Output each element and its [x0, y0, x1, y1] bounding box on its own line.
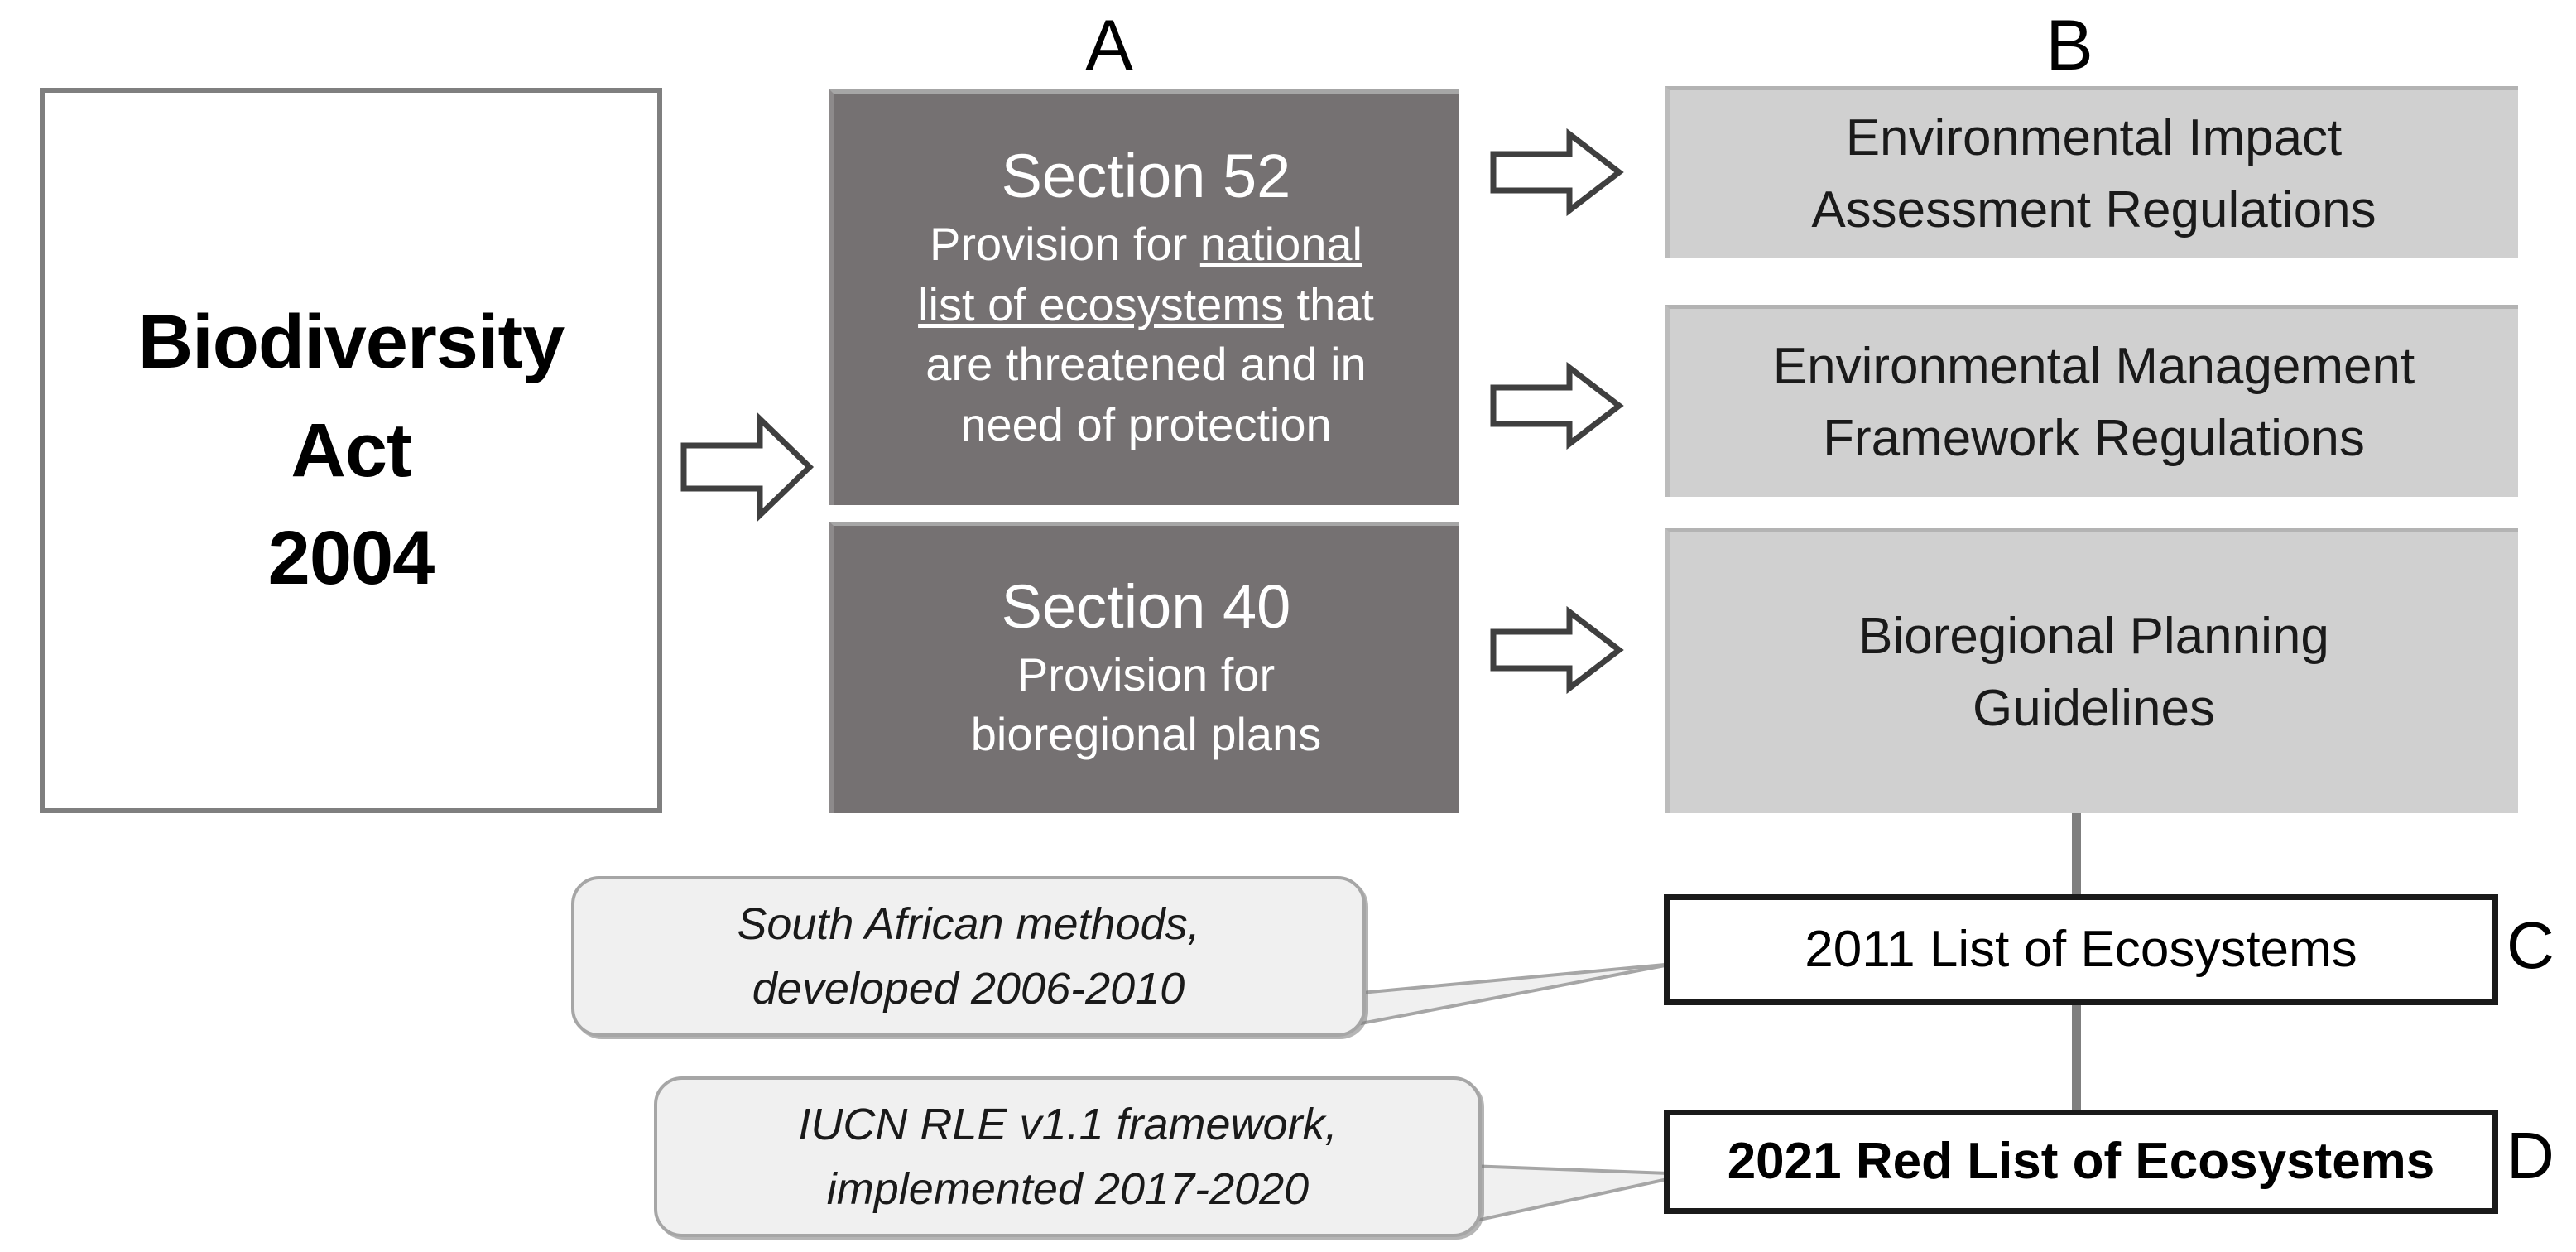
- column-label-b: B: [2045, 6, 2093, 85]
- section-52-body-l3: are threatened and in: [925, 338, 1367, 391]
- connector-bpg-to-list2011: [2072, 813, 2081, 896]
- arrow-section40-to-bpg: [1490, 605, 1624, 695]
- callout-iucn-rle-line-2: implemented 2017-2020: [826, 1164, 1310, 1214]
- section-52-title: Section 52: [1001, 141, 1291, 210]
- bpg-line-2: Guidelines: [1973, 679, 2215, 737]
- list-2011-text: 2011 List of Ecosystems: [1805, 920, 2357, 978]
- biodiversity-act-box[interactable]: Biodiversity Act 2004: [40, 88, 662, 813]
- section-40-body-l1: Provision for: [1016, 648, 1276, 701]
- callout-sa-methods-line-2: developed 2006-2010: [752, 964, 1185, 1014]
- section-40-body-l2: bioregional plans: [970, 708, 1322, 761]
- section-52-body: Provision for national list of ecosystem…: [918, 214, 1374, 455]
- emf-regulations-box[interactable]: Environmental Management Framework Regul…: [1665, 305, 2518, 497]
- connector-list2011-to-redlist2021: [2072, 1004, 2081, 1111]
- bioregional-planning-guidelines-text: Bioregional Planning Guidelines: [1858, 601, 2329, 745]
- outcome-label-c: C: [2506, 908, 2554, 982]
- section-52-body-l4: need of protection: [960, 398, 1332, 451]
- section-40-title: Section 40: [1001, 571, 1291, 641]
- bpg-line-1: Bioregional Planning: [1858, 607, 2329, 665]
- red-list-2021-text: 2021 Red List of Ecosystems: [1727, 1132, 2435, 1190]
- column-label-a: A: [1085, 6, 1133, 85]
- section-40-body: Provision for bioregional plans: [971, 645, 1321, 766]
- eia-line-2: Assessment Regulations: [1811, 181, 2377, 238]
- arrow-act-to-sections: [680, 412, 815, 522]
- eia-regulations-text: Environmental Impact Assessment Regulati…: [1811, 103, 2376, 247]
- callout-iucn-rle-line-1: IUCN RLE v1.1 framework,: [798, 1099, 1338, 1149]
- section-52-body-l1-plain: Provision for: [930, 217, 1200, 270]
- arrow-section52-to-eia: [1490, 128, 1624, 217]
- eia-line-1: Environmental Impact: [1845, 108, 2343, 166]
- callout-iucn-rle[interactable]: IUCN RLE v1.1 framework, implemented 201…: [654, 1076, 1482, 1237]
- emf-regulations-text: Environmental Management Framework Regul…: [1773, 331, 2415, 475]
- list-2011-box[interactable]: 2011 List of Ecosystems: [1664, 894, 2498, 1005]
- section-52-body-l1-underlined: national: [1199, 217, 1362, 270]
- bioregional-planning-guidelines-box[interactable]: Bioregional Planning Guidelines: [1665, 528, 2518, 813]
- emf-line-2: Framework Regulations: [1823, 409, 2365, 467]
- section-40-box[interactable]: Section 40 Provision for bioregional pla…: [829, 522, 1459, 813]
- section-52-body-l2-underlined: list of ecosystems: [918, 277, 1284, 330]
- section-52-box[interactable]: Section 52 Provision for national list o…: [829, 89, 1459, 505]
- callout-tail-sa-methods: [1351, 962, 1675, 1028]
- act-title-line-1: Biodiversity: [137, 300, 565, 385]
- eia-regulations-box[interactable]: Environmental Impact Assessment Regulati…: [1665, 86, 2518, 258]
- arrow-section52-to-emf: [1490, 361, 1624, 450]
- act-title-line-2: Act: [291, 407, 411, 493]
- emf-line-1: Environmental Management: [1772, 337, 2415, 395]
- callout-sa-methods[interactable]: South African methods, developed 2006-20…: [571, 876, 1366, 1037]
- callout-sa-methods-line-1: South African methods,: [737, 898, 1200, 949]
- act-title-line-3: 2004: [267, 516, 435, 601]
- outcome-label-d: D: [2506, 1119, 2554, 1192]
- red-list-2021-box[interactable]: 2021 Red List of Ecosystems: [1664, 1110, 2498, 1214]
- callout-tail-iucn-rle: [1467, 1163, 1691, 1225]
- section-52-body-l2-plain: that: [1283, 277, 1374, 330]
